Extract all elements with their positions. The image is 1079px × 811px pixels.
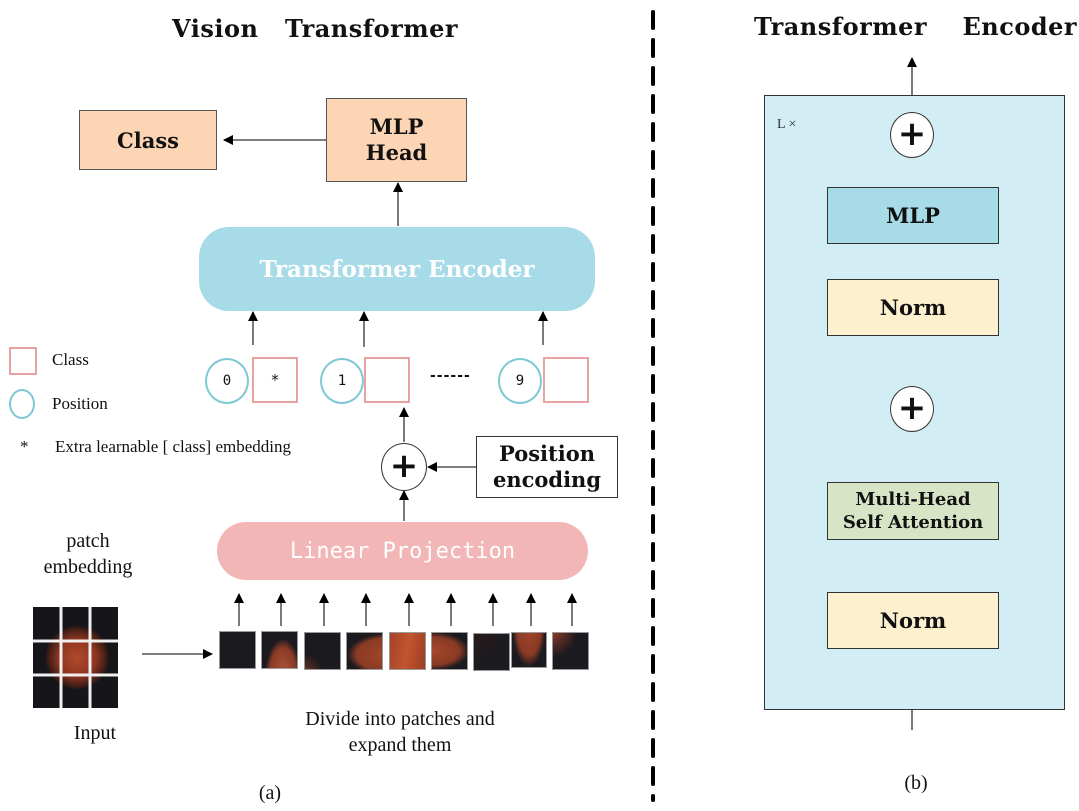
- panel-b-caption: (b): [904, 772, 928, 794]
- norm-block-bottom: Norm: [827, 592, 999, 649]
- input-grid-lines: [33, 607, 118, 708]
- norm-top-label: Norm: [879, 295, 947, 320]
- norm-block-top: Norm: [827, 279, 999, 336]
- divide-patches-label: Divide into patches and expand them: [250, 706, 550, 758]
- legend-position-label: Position: [52, 394, 108, 413]
- residual-add-top-icon: +: [890, 112, 934, 158]
- patch-embedding-label: patch embedding: [28, 528, 148, 580]
- repeat-l-times-label: L ×: [777, 117, 797, 132]
- image-patch: [431, 632, 468, 670]
- legend-class-square-icon: [9, 347, 37, 375]
- image-patch: [304, 632, 341, 670]
- class-token-star: *: [270, 371, 280, 389]
- mlp-head-line2: Head: [365, 140, 428, 165]
- image-patch: [346, 632, 383, 670]
- panel-b-title: Transformer Encoder: [754, 12, 1078, 41]
- patch-arrows: [234, 593, 577, 626]
- mlp-block: MLP: [827, 187, 999, 244]
- multi-head-attention-block: Multi-Head Self Attention: [827, 482, 999, 540]
- mlp-head-box: MLP Head: [326, 98, 467, 182]
- patch-embedding-line1: patch: [66, 530, 110, 552]
- transformer-encoder-block: Transformer Encoder: [199, 227, 595, 311]
- patch-embedding-line2: embedding: [43, 556, 133, 578]
- divide-line1: Divide into patches and: [305, 708, 495, 730]
- panel-a-title: Vision Transformer: [172, 14, 459, 43]
- divide-line2: expand them: [348, 734, 452, 756]
- image-patch: [473, 633, 510, 671]
- linear-projection-label: Linear Projection: [289, 538, 516, 564]
- position-token-1-label: 1: [337, 373, 347, 389]
- position-token-1: 1: [320, 358, 364, 404]
- class-token-0: *: [252, 357, 298, 403]
- legend-class-label: Class: [52, 350, 89, 369]
- position-token-0: 0: [205, 358, 249, 404]
- patch-token-9: [543, 357, 589, 403]
- image-patch: [389, 632, 426, 670]
- position-encoding-line1: Position: [499, 440, 595, 466]
- input-image-grid: [33, 607, 118, 708]
- legend-position-circle-icon: [9, 389, 35, 419]
- residual-add-middle-icon: +: [890, 386, 934, 432]
- legend-star-note: Extra learnable [ class] embedding: [55, 437, 292, 456]
- position-encoding-line2: encoding: [492, 467, 602, 492]
- legend-star-icon: *: [20, 437, 29, 456]
- input-tomato-image: [33, 607, 118, 708]
- input-label: Input: [73, 722, 117, 744]
- image-patch: [552, 632, 589, 670]
- patch-token-1: [364, 357, 410, 403]
- panel-a-caption: (a): [258, 782, 282, 804]
- position-encoding-box: Position encoding: [476, 436, 618, 498]
- position-token-9-label: 9: [515, 373, 525, 389]
- class-output-label: Class: [117, 127, 179, 153]
- norm-bottom-label: Norm: [879, 608, 947, 633]
- image-patch: [511, 632, 547, 668]
- mlp-head-line1: MLP: [369, 113, 424, 139]
- position-token-9: 9: [498, 358, 542, 404]
- linear-projection-block: Linear Projection: [217, 522, 588, 580]
- mhsa-line1: Multi-Head: [855, 488, 971, 510]
- mhsa-line2: Self Attention: [842, 512, 984, 533]
- image-patch: [261, 631, 298, 669]
- add-position-plus-icon: +: [381, 443, 427, 491]
- position-token-0-label: 0: [222, 373, 232, 389]
- transformer-encoder-label: Transformer Encoder: [259, 255, 535, 283]
- class-output-box: Class: [79, 110, 217, 170]
- mlp-label: MLP: [886, 203, 940, 228]
- image-patch: [219, 631, 256, 669]
- token-ellipsis: ------: [430, 368, 471, 384]
